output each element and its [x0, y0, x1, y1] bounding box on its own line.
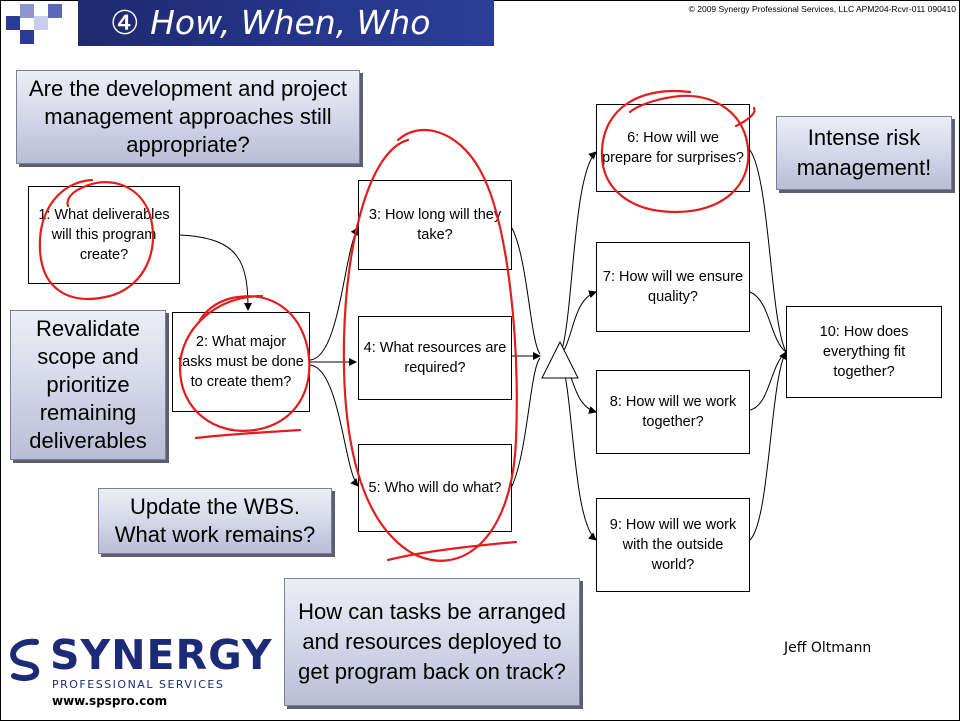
step-box-6: 6: How will we prepare for surprises? — [596, 104, 750, 192]
connector-7-10 — [749, 291, 787, 353]
logo-url: www.spspro.com — [52, 694, 168, 708]
callout-revalidate: Revalidate scope and prioritize remainin… — [10, 310, 166, 460]
step-box-7: 7: How will we ensure quality? — [596, 242, 750, 332]
callout-arrange: How can tasks be arranged and resources … — [284, 578, 580, 706]
decor-square-1 — [6, 16, 20, 30]
decor-square-2 — [20, 4, 34, 18]
connector-9-10 — [749, 351, 787, 541]
callout-approaches: Are the development and project manageme… — [16, 70, 360, 164]
callout-risk: Intense risk management! — [776, 116, 952, 190]
step-box-9: 9: How will we work with the outside wor… — [596, 498, 750, 592]
copyright-notice: © 2009 Synergy Professional Services, LL… — [688, 4, 956, 14]
decor-square-5 — [48, 4, 62, 18]
connector-1-2 — [179, 234, 252, 311]
synergy-logo: SYNERGY PROFESSIONAL SERVICES www.spspro… — [6, 632, 272, 718]
author-name: Jeff Oltmann — [784, 640, 872, 656]
slide-title: ④ How, When, Who — [110, 3, 431, 42]
step-box-10: 10: How does everything fit together? — [786, 306, 942, 398]
decor-square-4 — [20, 30, 34, 44]
callout-wbs: Update the WBS. What work remains? — [98, 488, 332, 554]
connector-5-merge — [511, 357, 541, 487]
title-bar — [78, 0, 494, 46]
annotation-circle-step-6 — [600, 89, 750, 214]
step-box-1: 1: What deliverables will this program c… — [28, 186, 180, 284]
decor-square-3 — [34, 16, 48, 30]
logo-subtitle: PROFESSIONAL SERVICES — [52, 678, 225, 691]
logo-wordmark: SYNERGY — [50, 631, 273, 679]
connector-2-5 — [309, 364, 359, 487]
step-box-3: 3: How long will they take? — [358, 180, 512, 270]
connector-6-10 — [749, 149, 787, 353]
step-box-5: 5: Who will do what? — [358, 444, 512, 532]
connector-3-merge — [511, 227, 541, 355]
step-box-8: 8: How will we work together? — [596, 370, 750, 454]
connector-merge-6 — [559, 151, 597, 357]
annotation-underline-steps-3-5 — [386, 540, 518, 562]
annotation-circle-step-2 — [178, 294, 311, 432]
logo-swirl-icon — [10, 638, 40, 681]
annotation-loop-steps-3-5 — [342, 128, 518, 562]
merge-triangle — [541, 340, 579, 379]
annotation-underline-step-2 — [194, 428, 302, 440]
annotation-circle-step-1 — [38, 178, 155, 300]
step-box-4: 4: What resources are required? — [358, 316, 512, 400]
annotation-tail-step-6 — [734, 106, 756, 128]
step-box-2: 2: What major tasks must be done to crea… — [172, 312, 310, 412]
